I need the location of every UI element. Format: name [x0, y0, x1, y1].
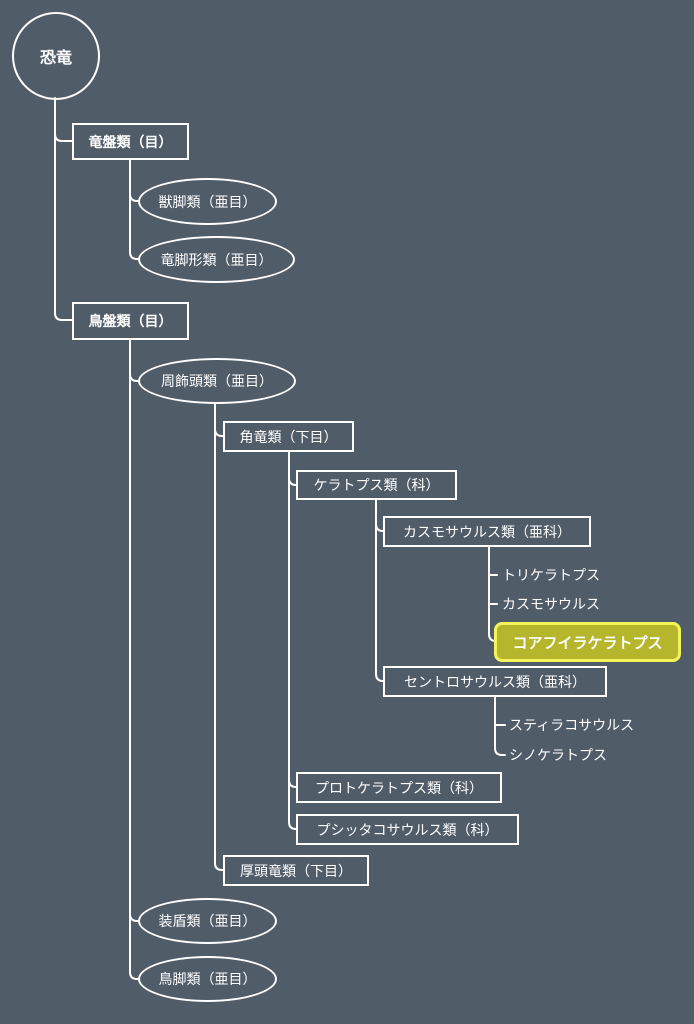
- leaf-chasmosaurus: カスモサウルス: [502, 597, 600, 613]
- leaf-styracosaurus: スティラコサウルス: [509, 718, 635, 734]
- node-ornithischia: 鳥盤類（目）: [72, 302, 189, 340]
- node-theropoda: 獣脚類（亜目）: [138, 178, 277, 225]
- node-centrosaurinae: セントロサウルス類（亜科）: [383, 666, 607, 697]
- node-saurischia: 竜盤類（目）: [72, 123, 189, 160]
- node-ornithopoda: 鳥脚類（亜目）: [138, 956, 277, 1002]
- node-ceratopsia: 角竜類（下目）: [223, 421, 354, 452]
- node-chasmosaurinae: カスモサウルス類（亜科）: [383, 516, 591, 547]
- node-psittacosauridae: プシッタコサウルス類（科）: [296, 814, 519, 845]
- leaf-sinoceratops: シノケラトプス: [509, 748, 607, 764]
- node-sauropodomorpha: 竜脚形類（亜目）: [138, 236, 295, 283]
- highlight-coahuilaceratops: コアフイラケラトプス: [494, 622, 681, 662]
- node-ceratopsidae: ケラトプス類（科）: [296, 470, 457, 500]
- root-node-dinosauria: 恐竜: [12, 12, 100, 100]
- node-protoceratopsidae: プロトケラトプス類（科）: [296, 772, 502, 803]
- node-marginocephalia: 周飾頭類（亜目）: [138, 358, 296, 404]
- node-thyreophora: 装盾類（亜目）: [138, 898, 277, 944]
- node-pachycephalosauria: 厚頭竜類（下目）: [223, 855, 369, 886]
- leaf-triceratops: トリケラトプス: [502, 568, 600, 584]
